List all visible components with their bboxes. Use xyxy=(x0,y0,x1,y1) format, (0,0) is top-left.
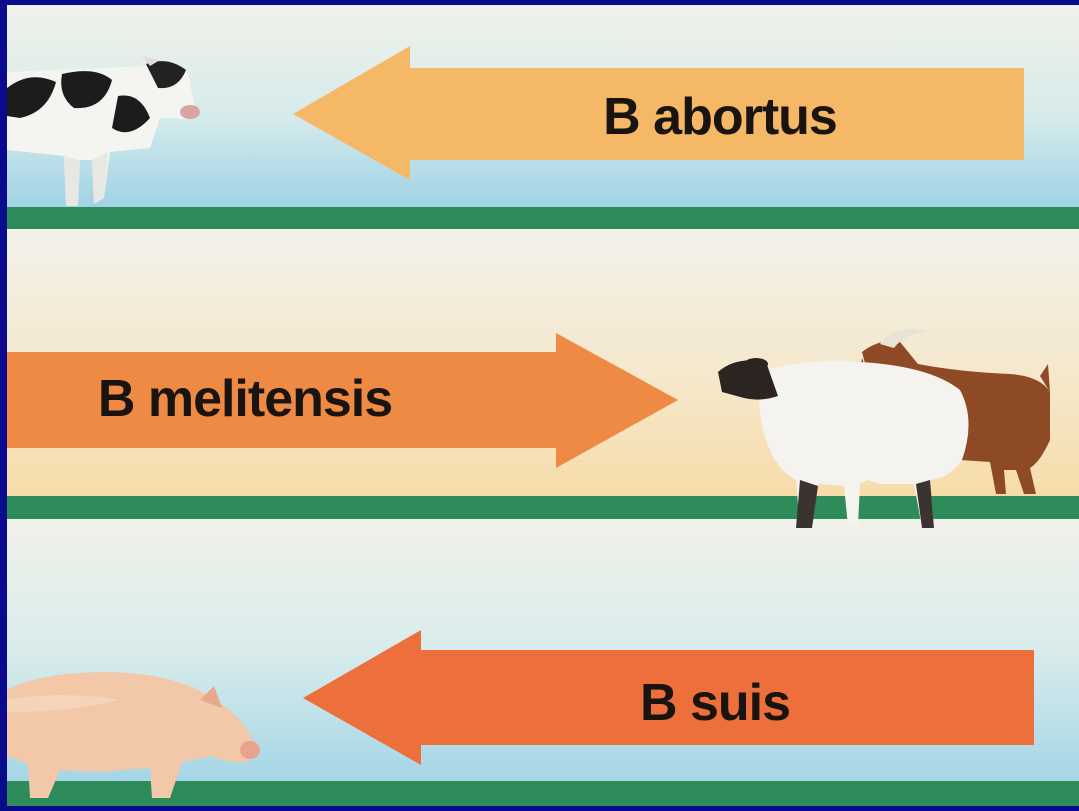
label-b-suis: B suis xyxy=(640,674,790,732)
label-b-abortus: B abortus xyxy=(603,88,837,146)
ground-line-1 xyxy=(7,207,1079,229)
label-b-melitensis: B melitensis xyxy=(98,370,392,428)
